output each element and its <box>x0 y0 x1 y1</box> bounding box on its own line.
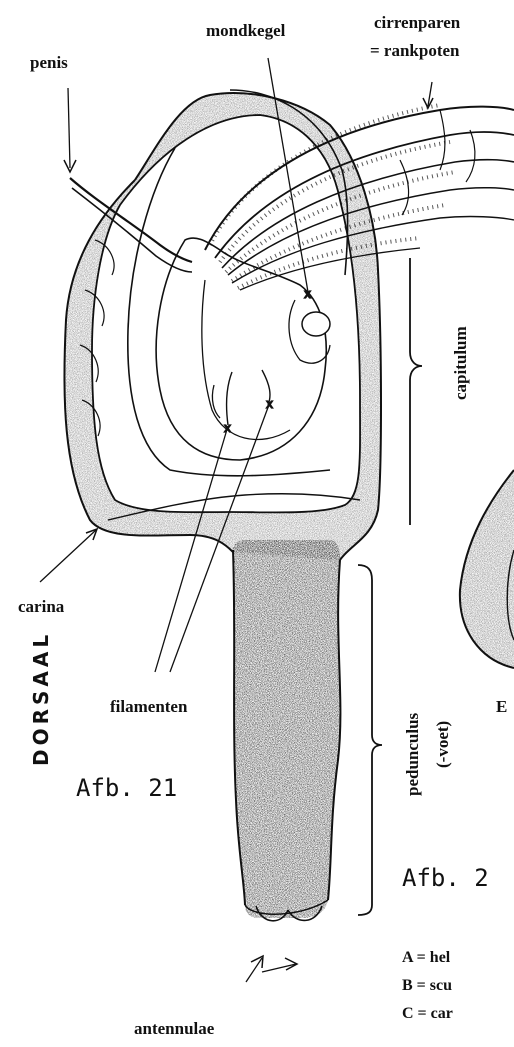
capitulum-brace <box>410 258 422 525</box>
label-filamenten: filamenten <box>110 697 188 716</box>
label-rankpoten: = rankpoten <box>370 41 460 60</box>
label-afb-partial: Afb. 2 <box>402 864 489 892</box>
svg-text:x: x <box>224 421 231 435</box>
legend-b: B = scu <box>402 977 452 994</box>
svg-text:x: x <box>266 397 273 411</box>
label-voet: (-voet) <box>433 721 452 768</box>
pedunculus-brace <box>358 565 382 915</box>
legend-c: C = car <box>402 1005 453 1022</box>
svg-text:x: x <box>304 287 311 301</box>
label-capitulum: capitulum <box>451 326 470 400</box>
label-antennulae: antennulae <box>134 1019 215 1038</box>
label-pedunculus: pedunculus <box>403 712 422 796</box>
label-partial-letter: E <box>496 697 507 716</box>
label-carina: carina <box>18 597 65 616</box>
label-mondkegel: mondkegel <box>206 21 286 40</box>
partial-figure-b <box>460 470 514 668</box>
pedunculus-stalk <box>233 540 340 918</box>
legend-a: A = hel <box>402 949 451 966</box>
label-dorsaal: DORSAAL <box>29 631 53 766</box>
label-penis: penis <box>30 53 68 72</box>
label-cirrenparen: cirrenparen <box>374 13 461 32</box>
label-afb-21: Afb. 21 <box>76 774 177 802</box>
